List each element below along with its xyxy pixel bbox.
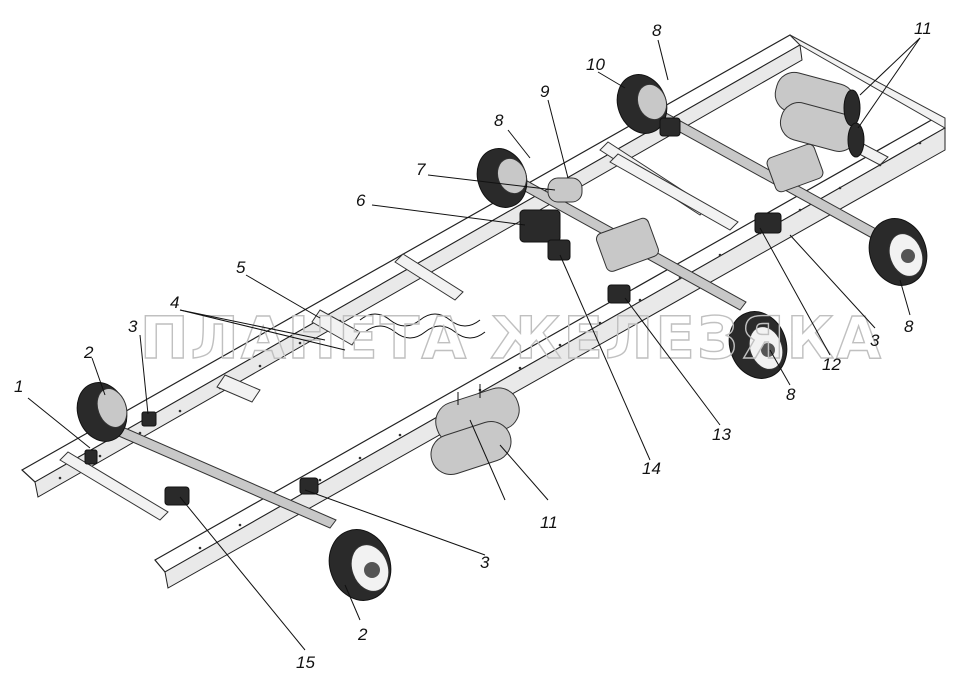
rear-axle: [616, 74, 928, 286]
callout-8a: 8: [494, 111, 504, 130]
air-receivers-rear: [774, 71, 865, 158]
callout-1: 1: [14, 377, 23, 396]
chassis-frame: [20, 34, 946, 589]
callout-13: 13: [712, 425, 731, 444]
components: [84, 117, 782, 506]
callout-10: 10: [586, 55, 605, 74]
middle-axle: [476, 148, 788, 379]
watermark-text: ПЛАНЕТА ЖЕЛЕЗЯКА: [140, 304, 883, 372]
callout-3c: 3: [870, 331, 880, 350]
callout-14: 14: [642, 459, 661, 478]
callout-11a: 11: [914, 19, 932, 38]
callout-labels: 1 2 3 4 5 6 7 8 9 10 8 11 3 2 15 11 14 1…: [14, 19, 932, 672]
callout-8b: 8: [652, 21, 662, 40]
callout-8c: 8: [786, 385, 796, 404]
callout-15: 15: [296, 653, 315, 672]
callout-12: 12: [822, 355, 841, 374]
callout-5: 5: [236, 258, 246, 277]
callout-6: 6: [356, 191, 366, 210]
callout-3b: 3: [480, 553, 490, 572]
callout-2b: 2: [357, 625, 368, 644]
callout-7: 7: [416, 160, 426, 179]
callout-11b: 11: [540, 513, 558, 532]
callout-3: 3: [128, 317, 138, 336]
callout-9: 9: [540, 82, 550, 101]
leader-lines: [27, 37, 921, 651]
callout-4: 4: [170, 293, 179, 312]
front-axle: [76, 382, 392, 601]
callout-8d: 8: [904, 317, 914, 336]
callout-2: 2: [83, 343, 94, 362]
air-receivers-front: [430, 384, 520, 475]
